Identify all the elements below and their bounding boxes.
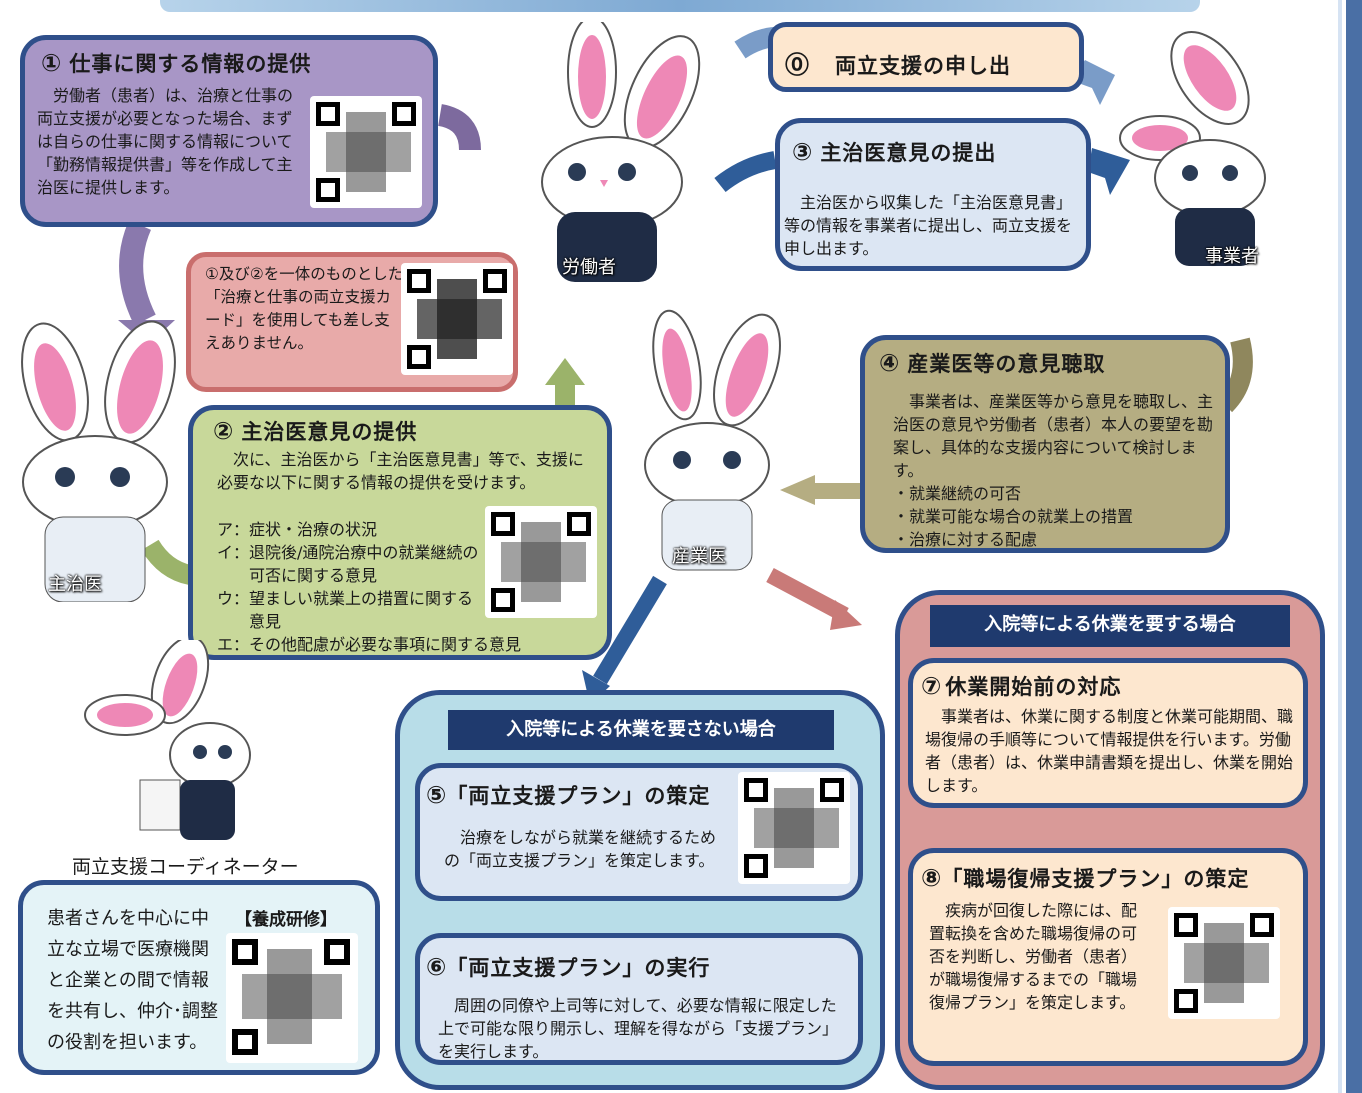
- step5-qr-code[interactable]: [738, 772, 850, 884]
- group-no-leave-header: 入院等による休業を要さない場合: [448, 710, 834, 750]
- worker-rabbit-icon: [541, 22, 701, 282]
- step8-box: ⑧「職場復帰支援プラン」の策定 疾病が回復した際には、配置転換を含めた職場復帰の…: [908, 848, 1308, 1066]
- step5-title: 「両立支援プラン」の策定: [446, 784, 711, 808]
- step2-item: エ：その他配慮が必要な事項に関する意見: [217, 635, 522, 654]
- step2-qr-code[interactable]: [485, 506, 597, 618]
- training-label: 【養成研修】: [235, 910, 337, 930]
- top-banner-strip: [160, 0, 1200, 12]
- group-leave-header: 入院等による休業を要する場合: [930, 605, 1290, 647]
- step8-body: 疾病が回復した際には、配置転換を含めた職場復帰の可否を判断し、労働者（患者）が職…: [929, 901, 1138, 1012]
- step2-number: ②: [213, 417, 234, 445]
- qr-icon: [232, 939, 350, 1055]
- step4-bullet: ・就業継続の可否: [893, 484, 1022, 503]
- step2-body: 次に、主治医から「主治医意見書」等で、支援に必要な以下に関する情報の提供を受けま…: [217, 450, 584, 492]
- arrow-occ-to-5: [593, 575, 667, 685]
- arrow-doctor-to-2: [141, 539, 193, 585]
- arrow-occ-to-leave: [766, 567, 849, 623]
- arrow-4-to-occ: [780, 475, 815, 505]
- occupational-doctor-label: 産業医: [672, 546, 726, 567]
- step2-item: イ：退院後/通院治療中の就業継続の可否に関する意見: [217, 543, 479, 585]
- doctor-label: 主治医: [48, 574, 102, 595]
- arrow-3-to-employer: [1088, 148, 1130, 195]
- step0-number: ⓪: [785, 51, 809, 79]
- step8-title: 「職場復帰支援プラン」の策定: [941, 867, 1250, 891]
- step2-box: ② 主治医意見の提供 次に、主治医から「主治医意見書」等で、支援に必要な以下に関す…: [188, 405, 612, 660]
- doctor-rabbit-icon: [21, 320, 176, 602]
- qr-icon: [1174, 913, 1274, 1013]
- step1-title: 仕事に関する情報の提供: [69, 52, 312, 76]
- right-border: [1346, 0, 1362, 1093]
- step2-title: 主治医意見の提供: [241, 420, 418, 444]
- step1-qr-code[interactable]: [310, 96, 422, 208]
- coordinator-rabbit-icon: [84, 640, 251, 840]
- step4-box: ④ 産業医等の意見聴取 事業者は、産業医等から意見を聴取し、主治医の意見や労働者（…: [860, 335, 1230, 553]
- qr-icon: [744, 778, 844, 878]
- card-note-body: ①及び②を一体のものとした「治療と仕事の両立支援カード」を使用しても差し支えあり…: [205, 265, 404, 352]
- step7-body: 事業者は、休業に関する制度と休業可能期間、職場復帰の手順等について情報提供を行い…: [925, 707, 1294, 795]
- step4-number: ④: [879, 349, 900, 377]
- arrow-3-to-worker: [714, 151, 777, 193]
- step1-box: ① 仕事に関する情報の提供 労働者（患者）は、治療と仕事の両立支援が必要となった場…: [20, 35, 438, 227]
- step1-number: ①: [41, 49, 62, 77]
- step7-title: 休業開始前の対応: [945, 675, 1122, 699]
- employer-label: 事業者: [1205, 246, 1259, 267]
- arrow-1-to-worker: [437, 104, 481, 151]
- right-border-inner: [1338, 0, 1342, 1093]
- step4-bullet: ・就業可能な場合の就業上の措置: [893, 507, 1134, 526]
- step6-body: 周囲の同僚や上司等に対して、必要な情報に限定した上で可能な限り開示し、理解を得な…: [438, 996, 839, 1061]
- occupational-doctor-rabbit-icon: [644, 309, 781, 571]
- step5-number: ⑤: [426, 781, 447, 809]
- card-qr-code[interactable]: [401, 263, 513, 375]
- qr-icon: [407, 269, 507, 369]
- step3-body: 主治医から収集した「主治医意見書」等の情報を事業者に提出し、両立支援を申し出ます…: [784, 193, 1073, 258]
- step4-title: 産業医等の意見聴取: [907, 352, 1106, 376]
- employer-rabbit-icon: [1119, 31, 1266, 266]
- step5-body: 治療をしながら就業を継続するための「両立支援プラン」を策定します。: [444, 828, 717, 870]
- step3-number: ③: [792, 138, 813, 166]
- step6-box: ⑥「両立支援プラン」の実行 周囲の同僚や上司等に対して、必要な情報に限定した上で…: [415, 933, 863, 1065]
- step3-box: ③ 主治医意見の提出 主治医から収集した「主治医意見書」等の情報を事業者に提出し、…: [775, 118, 1091, 271]
- step4-bullet: ・治療に対する配慮: [893, 530, 1038, 549]
- step5-box: ⑤「両立支援プラン」の策定 治療をしながら就業を継続するための「両立支援プラン」…: [415, 763, 863, 901]
- step0-title: 両立支援の申し出: [835, 54, 1011, 78]
- step4-bullets: ・就業継続の可否 ・就業可能な場合の就業上の措置 ・治療に対する配慮: [893, 482, 1213, 551]
- coordinator-box: 患者さんを中心に中立な立場で医療機関と企業との間で情報を共有し、仲介･調整の役割…: [18, 880, 380, 1075]
- worker-label: 労働者: [562, 257, 616, 278]
- step2-item: ア：症状・治療の状況: [217, 520, 378, 539]
- card-note-box: ①及び②を一体のものとした「治療と仕事の両立支援カード」を使用しても差し支えあり…: [186, 252, 518, 392]
- training-qr-code[interactable]: [226, 933, 358, 1063]
- coordinator-label: 両立支援コーディネーター: [72, 856, 299, 878]
- arrow-1-to-doctor: [119, 220, 156, 326]
- step8-qr-code[interactable]: [1168, 907, 1280, 1019]
- qr-icon: [316, 102, 416, 202]
- step0-box: ⓪ 両立支援の申し出: [768, 22, 1084, 92]
- step8-number: ⑧: [921, 864, 942, 892]
- step4-body: 事業者は、産業医等から意見を聴取し、主治医の意見や労働者（患者）本人の要望を勘案…: [893, 392, 1214, 480]
- step7-number: ⑦: [921, 672, 942, 700]
- step2-items: ア：症状・治療の状況 イ：退院後/通院治療中の就業継続の可否に関する意見 ウ：望…: [217, 518, 617, 656]
- qr-icon: [491, 512, 591, 612]
- step2-item: ウ：望ましい就業上の措置に関する意見: [217, 589, 474, 631]
- step6-title: 「両立支援プラン」の実行: [446, 956, 711, 980]
- coordinator-body: 患者さんを中心に中立な立場で医療機関と企業との間で情報を共有し、仲介･調整の役割…: [47, 908, 218, 1053]
- step1-body: 労働者（患者）は、治療と仕事の両立支援が必要となった場合、まずは自らの仕事に関す…: [37, 86, 294, 197]
- step6-number: ⑥: [426, 953, 447, 981]
- step3-title: 主治医意見の提出: [820, 141, 997, 165]
